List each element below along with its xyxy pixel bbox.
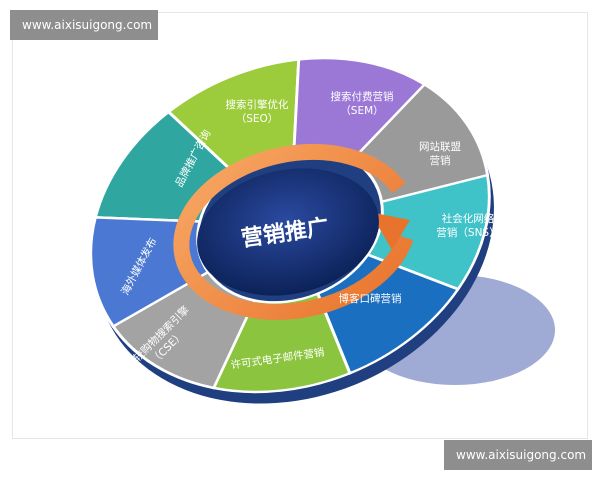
segment-label-alliance: 网站联盟营销 [419,140,461,167]
center-arrow-ring [173,144,417,320]
segment-label-line: 搜索引擎优化 [226,98,289,111]
segment-label-line: 社会化网络 [442,212,495,225]
center-arrow-head [370,212,410,250]
segment-label-line: （SEO） [236,113,279,125]
segment-label-line: 营销 [430,154,451,167]
segment-label-line: （SEM） [340,105,383,117]
segment-label-line: 博客口碑营销 [339,292,402,305]
center-disc [197,168,379,296]
image-frame [12,12,588,439]
segment-label-sem: 搜索付费营销 （SEM） [331,90,394,117]
watermark-top: www.aixisuigong.com [10,10,158,40]
segment-label-line: 搜索付费营销 [331,90,394,103]
segment-label-line: 营销（SNS） [436,226,499,239]
segment-label-line: 网站联盟 [419,140,461,153]
segment-label-sns: 社会化网络营销（SNS） [436,212,499,239]
segment-label-wom: 博客口碑营销 [339,292,402,305]
segment-label-seo: 搜索引擎优化 （SEO） [226,98,289,125]
watermark-bottom: www.aixisuigong.com [444,440,592,470]
center-group: 营销推广 [173,144,417,320]
